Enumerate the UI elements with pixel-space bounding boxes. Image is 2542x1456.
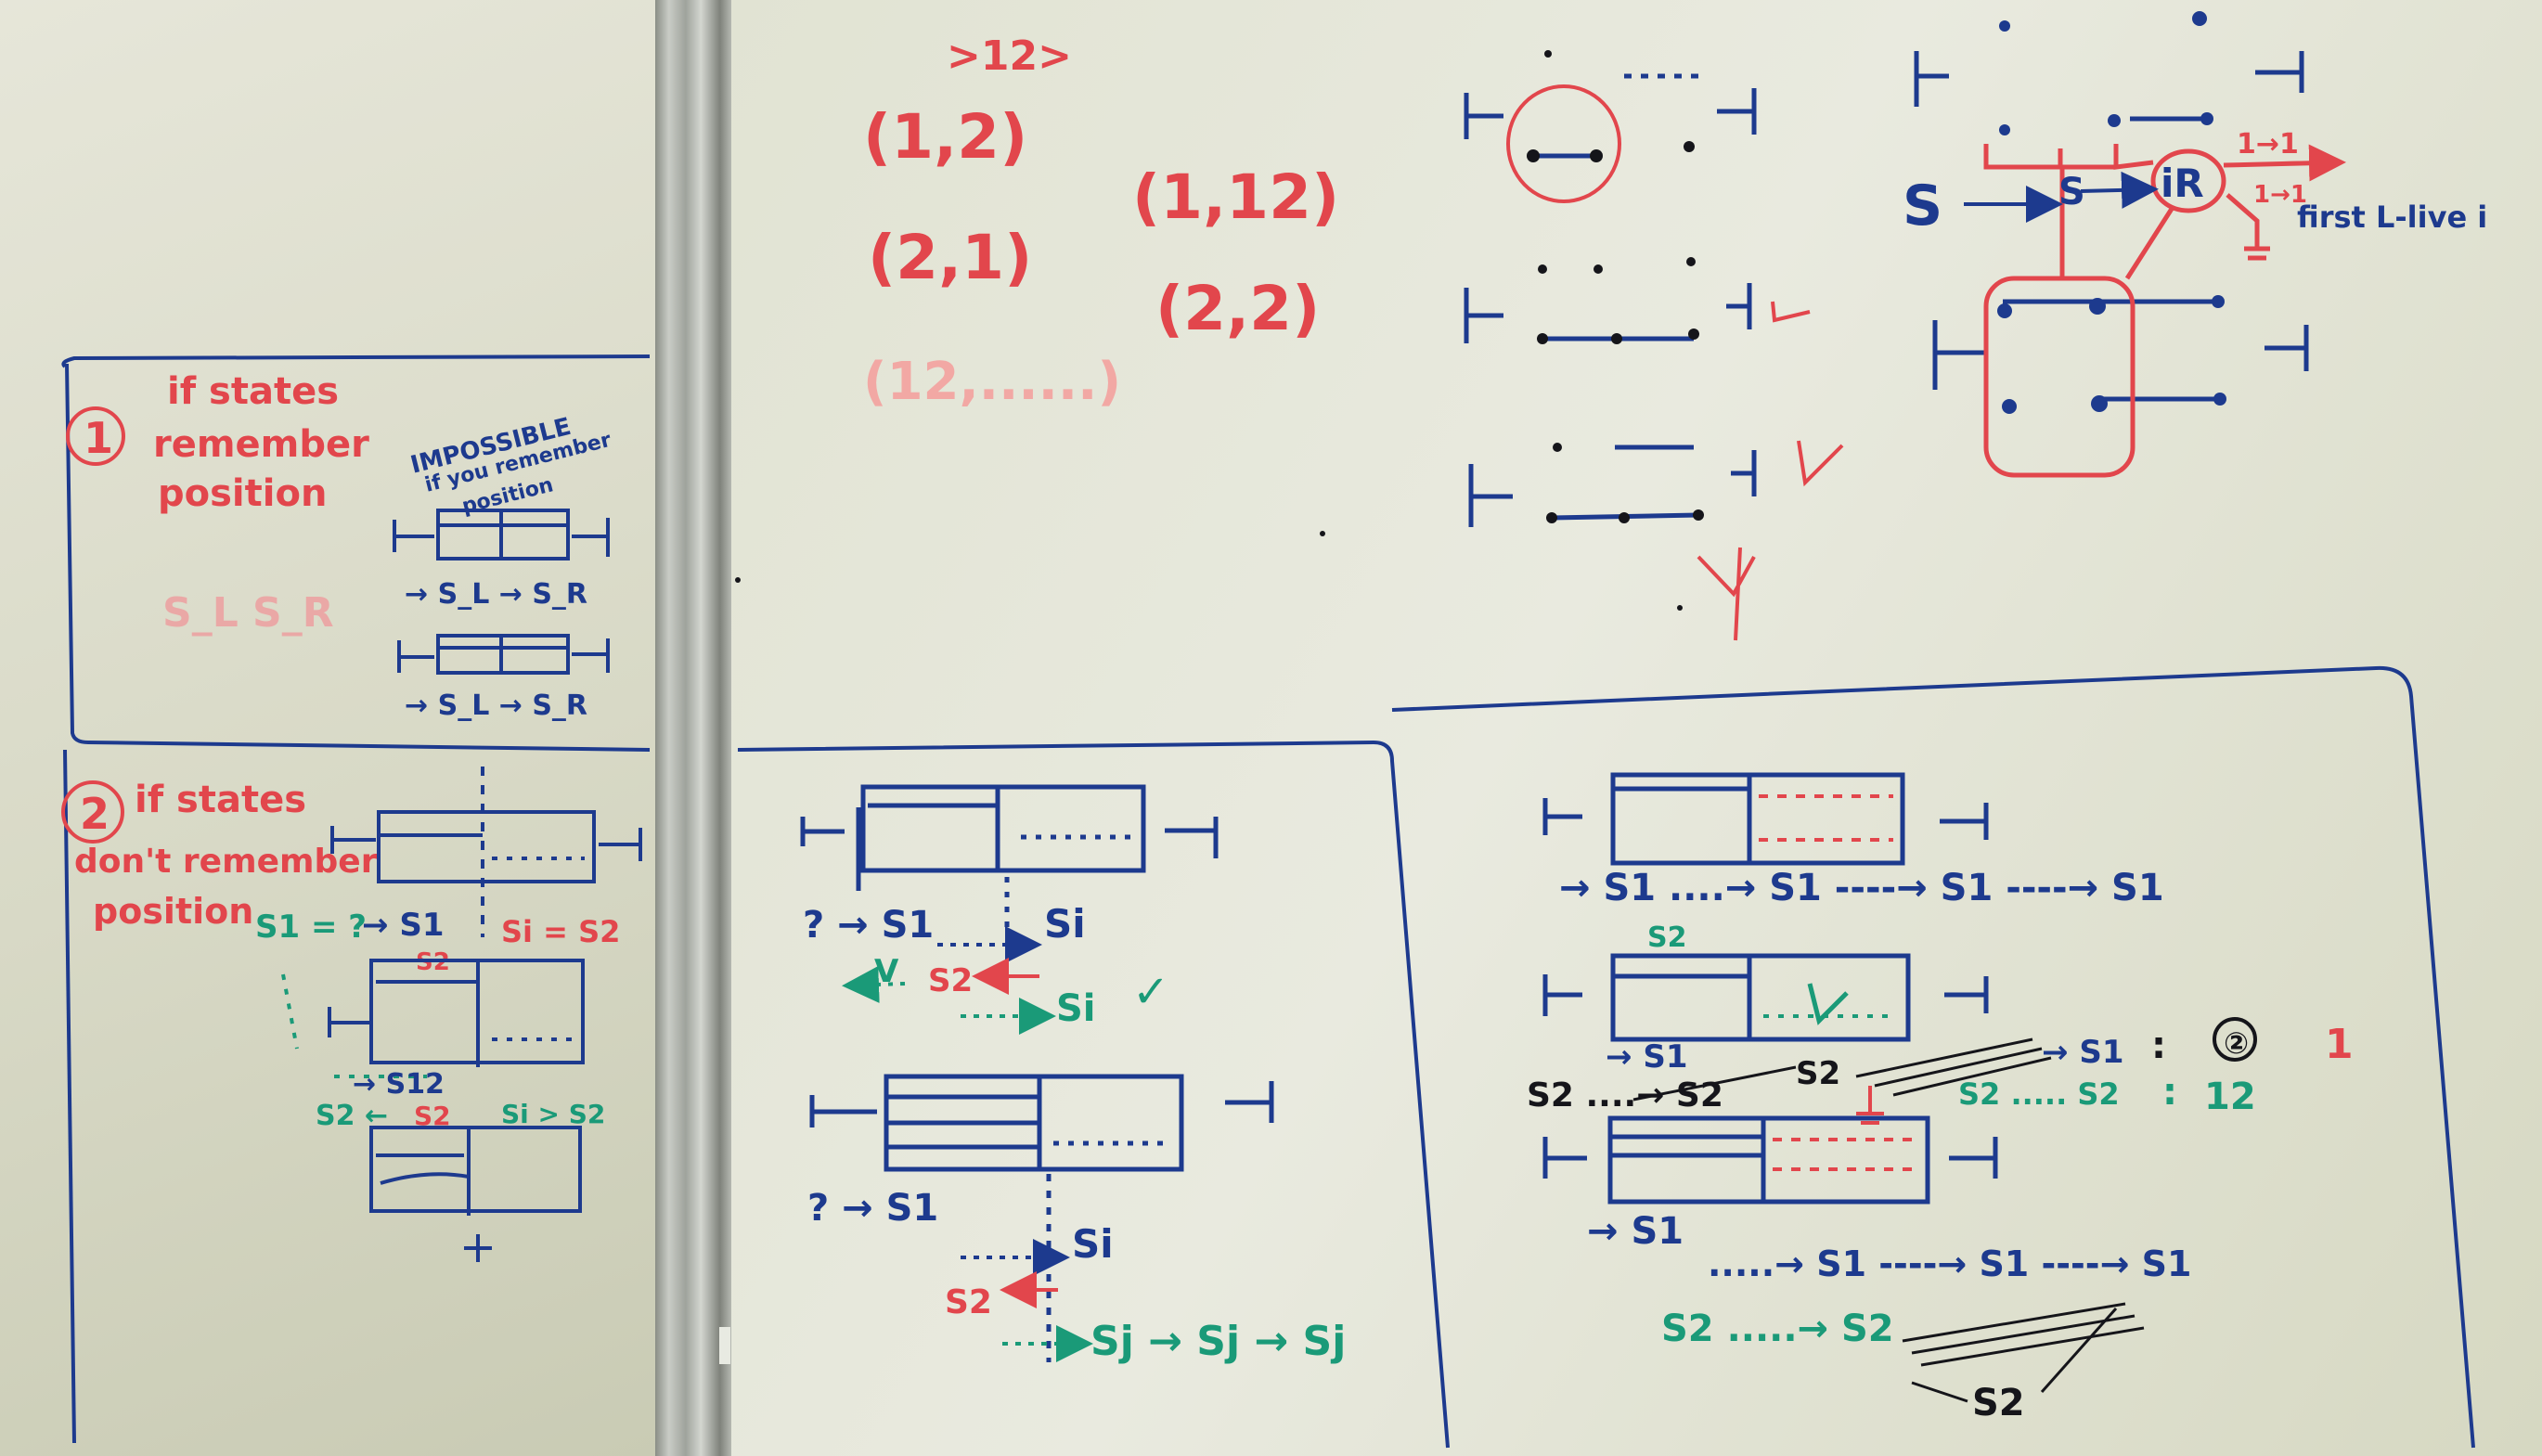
box2-frame <box>63 749 76 1444</box>
dot-sketch-3-dots <box>1546 443 1704 523</box>
middle-si-top: Si <box>1044 901 1086 947</box>
right-colon2: : <box>2162 1071 2177 1114</box>
right-result-1: 1 <box>2325 1021 2354 1068</box>
pair-2-2: (2,2) <box>1155 273 1320 344</box>
right-red-ground <box>1856 1086 1884 1125</box>
right-row2d: → S1 <box>2042 1034 2123 1071</box>
box1-title-line1: if states <box>167 370 339 413</box>
middle-green-left-arrow <box>842 965 906 1003</box>
pair-1-12: (1,12) <box>1132 161 1339 233</box>
middle-q-s1-bottom: ? → S1 <box>807 1187 938 1230</box>
middle-red-s2-bottom: S2 <box>945 1283 992 1321</box>
box2-green-dotted <box>281 973 427 1078</box>
right-row2e: S2 ..... S2 <box>1958 1076 2120 1112</box>
box1-number-circle <box>66 406 125 466</box>
right-colon1: : <box>2151 1024 2166 1067</box>
automaton-first-label: first L-live i <box>2297 200 2487 235</box>
right-whiteboard-panel <box>731 0 2542 1456</box>
box2-title-line2: don't remember <box>74 843 378 881</box>
box2-green-si: Si > S2 <box>501 1099 605 1129</box>
box1-tape-diagram-2 <box>397 634 610 675</box>
box1-frame <box>61 354 651 752</box>
divider-label-tag <box>719 1327 730 1364</box>
pair-1-2: (1,2) <box>863 101 1027 173</box>
automaton-s-label: S <box>1903 174 1942 238</box>
box2-si-s2: Si = S2 <box>501 914 620 949</box>
middle-panel-frame <box>737 740 1450 1449</box>
box2-arrow-s1: → S1 <box>362 907 444 944</box>
check-mark-2 <box>1797 440 1844 487</box>
right-num2-circle <box>2213 1017 2257 1062</box>
box1-number: 1 <box>84 413 113 463</box>
box2-tape-bottom <box>369 1126 582 1262</box>
automaton-s-label-2: S <box>2058 171 2085 213</box>
right-tape-1 <box>1542 772 1989 866</box>
box2-blue-s12: → S12 <box>353 1068 445 1101</box>
box2-number-circle <box>61 780 124 844</box>
box2-tape-mid <box>328 959 585 1067</box>
right-row4: .....→ S1 ----→ S1 ----→ S1 <box>1708 1243 2191 1284</box>
dot-sketch-2 <box>1464 283 1752 343</box>
automaton-arrow-2 <box>2080 171 2159 209</box>
right-green-s2: S2 <box>1647 921 1686 954</box>
box1-row2-label: → S_L → S_R <box>405 689 587 722</box>
board-divider-frame <box>655 0 731 1456</box>
box1-faded-labels: S_L S_R <box>162 589 334 637</box>
middle-tape-2 <box>809 1074 1274 1362</box>
automaton-edge-2: 1→1 <box>2253 181 2307 209</box>
right-row5: S2 .....→ S2 <box>1661 1308 1894 1350</box>
check-mark-1 <box>1771 301 1811 323</box>
automaton-arrow-3 <box>2282 144 2346 182</box>
pair-12-partial: >12> <box>947 32 1072 80</box>
middle-q-s1-top: ? → S1 <box>803 904 934 947</box>
box1-row1-label: → S_L → S_R <box>405 578 587 611</box>
automaton-edge-1: 1→1 <box>2237 128 2299 161</box>
right-row2b: S2 ....→ S2 <box>1527 1076 1723 1115</box>
right-tape-3 <box>1542 1115 1998 1205</box>
automaton-bars <box>1914 51 2309 402</box>
right-box-frame <box>1391 665 2475 1449</box>
right-row1: → S1 ....→ S1 ----→ S1 ----→ S1 <box>1559 867 2164 909</box>
red-scribble-arrow <box>1697 547 1756 641</box>
box2-green-s1: S1 = ? <box>255 908 367 946</box>
box2-title-line3: position <box>93 891 253 932</box>
right-row2c: S2 <box>1796 1055 1840 1092</box>
pair-12-more: (12,......) <box>863 352 1121 412</box>
pair-2-1: (2,1) <box>868 222 1032 293</box>
right-row2a: → S1 <box>1606 1038 1687 1076</box>
right-hatch-lines-2 <box>1902 1302 2145 1403</box>
right-tape-1-red-dashes <box>1759 794 1893 842</box>
box2-tape-top <box>330 767 642 937</box>
right-row3: → S1 <box>1587 1210 1684 1253</box>
middle-tape-1 <box>800 784 1219 933</box>
dot-sketch-1-dots <box>1527 50 1695 162</box>
middle-si-bottom: Si <box>1072 1221 1114 1267</box>
right-result-12: 12 <box>2204 1076 2256 1118</box>
automaton-r-node: iR <box>2161 161 2204 206</box>
dot-sketch-1-circle <box>1506 84 1621 203</box>
right-tape-3-red-dashes <box>1773 1138 1921 1171</box>
right-row6: S2 <box>1972 1382 2025 1424</box>
box1-tape-diagram-1 <box>393 509 610 560</box>
dot-sketch-1 <box>1464 73 1757 159</box>
automaton-dots <box>1997 11 2226 414</box>
middle-red-s2-top: S2 <box>928 962 973 999</box>
dot-sketch-3 <box>1468 445 1757 527</box>
box1-title-line3: position <box>158 472 327 515</box>
box2-number: 2 <box>80 789 110 839</box>
middle-green-si: Si <box>1056 987 1096 1030</box>
middle-check: ✓ <box>1132 966 1169 1018</box>
right-num2: ② <box>2224 1025 2249 1061</box>
right-hatch-lines-1 <box>1632 1037 2052 1102</box>
right-check-mark <box>1807 983 1849 1025</box>
box1-title-line2: remember <box>153 423 369 466</box>
dot-sketch-2-dots <box>1537 257 1699 344</box>
stray-marks <box>735 531 1683 611</box>
middle-green-sj-chain: Sj → Sj → Sj <box>1090 1318 1346 1365</box>
right-tape-2 <box>1542 953 1989 1042</box>
box2-title-line1: if states <box>135 779 306 821</box>
left-whiteboard-panel <box>0 0 661 1456</box>
